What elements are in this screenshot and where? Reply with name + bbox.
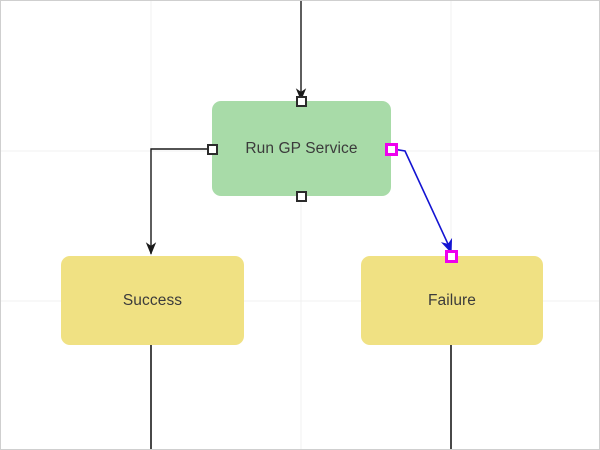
run-gp-service-input-port-top[interactable] (295, 95, 307, 107)
node-label: Failure (427, 291, 477, 309)
node-run-gp-service[interactable]: Run GP Service (212, 101, 391, 196)
run-gp-service-output-port-bottom[interactable] (295, 190, 307, 202)
node-label: Run GP Service (245, 139, 358, 157)
edge-to-success[interactable] (145, 148, 211, 255)
node-success[interactable]: Success (61, 256, 244, 345)
node-failure[interactable]: Failure (361, 256, 543, 345)
run-gp-service-output-port-right[interactable] (384, 142, 398, 156)
node-label: Success (122, 291, 183, 309)
edge-to-failure[interactable] (392, 148, 453, 254)
edges-group (145, 1, 453, 449)
run-gp-service-output-port-left[interactable] (206, 143, 218, 155)
failure-input-port-top[interactable] (444, 249, 458, 263)
